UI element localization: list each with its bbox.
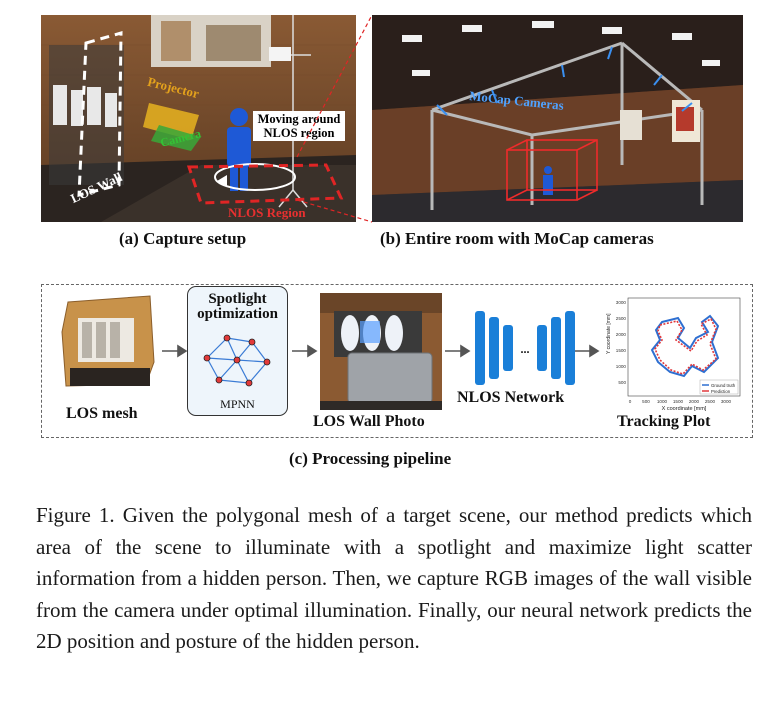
wall-photo-label: LOS Wall Photo <box>313 413 425 430</box>
mpnn-label: MPNN <box>220 397 255 411</box>
los-mesh-image <box>60 292 156 392</box>
spotlight-optimization-box <box>187 286 288 416</box>
capture-setup-photo: Projector Camera LOS Wall Moving around … <box>41 15 356 222</box>
mocap-room-image <box>372 15 743 222</box>
ytick: 1500 <box>616 348 627 353</box>
network-ellipsis: ... <box>521 342 530 356</box>
ytick: 2000 <box>616 332 627 337</box>
los-wall-photo <box>320 293 442 410</box>
ytick: 1000 <box>616 364 627 369</box>
spotlight-label: Spotlight optimization <box>197 291 278 322</box>
nlos-network-diagram: ... <box>475 311 575 385</box>
legend-prediction: Prediction <box>711 389 731 394</box>
ytick: 500 <box>618 380 626 385</box>
xtick: 500 <box>642 399 650 404</box>
xtick: 1500 <box>673 399 684 404</box>
ytick: 3000 <box>616 300 627 305</box>
los-mesh-label: LOS mesh <box>66 405 138 422</box>
nlos-network-label: NLOS Network <box>457 389 565 406</box>
legend-ground-truth: Ground truth <box>711 383 736 388</box>
zoom-connector <box>296 14 373 223</box>
tracking-plot: Y coordinate [mm] X coordinate [mm] 0 50… <box>600 292 750 412</box>
panel-b-caption: (b) Entire room with MoCap cameras <box>380 229 654 248</box>
panel-a-caption: (a) Capture setup <box>119 229 247 248</box>
xtick: 0 <box>629 399 632 404</box>
nlos-region-label: NLOS Region <box>228 205 306 220</box>
xtick: 2000 <box>689 399 700 404</box>
tracking-plot-label: Tracking Plot <box>617 413 711 430</box>
plot-ylabel: Y coordinate [mm] <box>606 313 612 354</box>
ytick: 2500 <box>616 316 627 321</box>
pipeline-frame <box>41 284 753 438</box>
panel-c-caption: (c) Processing pipeline <box>289 449 452 468</box>
xtick: 2500 <box>705 399 716 404</box>
plot-xlabel: X coordinate [mm] <box>662 406 707 412</box>
xtick: 3000 <box>721 399 732 404</box>
moving-label: Moving around NLOS region <box>253 111 345 141</box>
xtick: 1000 <box>657 399 668 404</box>
figure-caption: Figure 1. Given the polygonal mesh of a … <box>36 503 752 653</box>
mpnn-graph <box>203 334 271 387</box>
mocap-room-photo: MoCap Cameras <box>372 15 743 222</box>
